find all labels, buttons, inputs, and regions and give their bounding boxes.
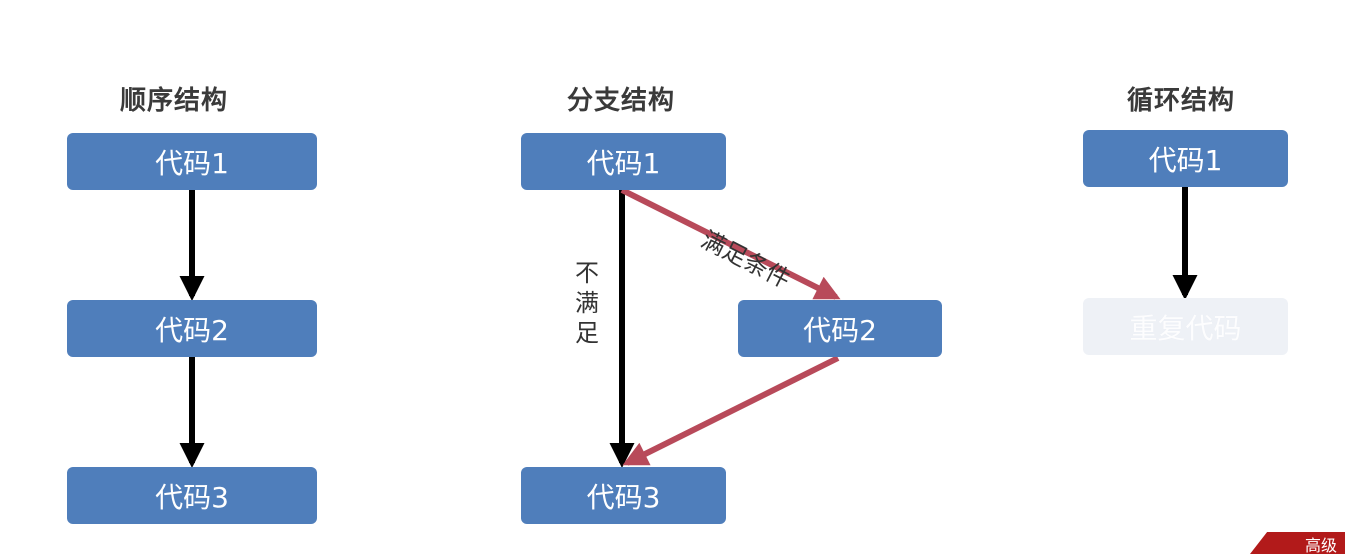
branch-box-3-label: 代码3 (586, 480, 661, 514)
loop-title: 循环结构 (1127, 86, 1236, 116)
seq-box-1: 代码1 (67, 133, 317, 190)
branch-arrow-return (622, 355, 840, 466)
seq-box-3-label: 代码3 (155, 480, 229, 514)
seq-box-2-label: 代码2 (155, 313, 229, 347)
branch-box-1-label: 代码1 (586, 146, 661, 180)
branch-box-2-label: 代码2 (803, 313, 877, 347)
branch-box-3: 代码3 (521, 467, 726, 524)
loop-repeat-box: 重复代码 (1083, 298, 1288, 355)
branch-arrow-true (620, 187, 841, 300)
branch-title: 分支结构 (567, 86, 676, 116)
seq-box-2: 代码2 (67, 300, 317, 357)
loop-box-1: 代码1 (1083, 130, 1288, 187)
seq-box-3: 代码3 (67, 467, 317, 524)
branch-box-2: 代码2 (738, 300, 942, 357)
corner-banner: 高级 (1250, 532, 1345, 554)
sequential-title: 顺序结构 (120, 86, 229, 116)
loop-box-1-label: 代码1 (1148, 143, 1223, 177)
seq-box-1-label: 代码1 (155, 146, 229, 180)
branch-box-1: 代码1 (521, 133, 726, 190)
loop-repeat-box-label: 重复代码 (1129, 311, 1242, 345)
branch-label-false: 不满足 (575, 259, 599, 347)
